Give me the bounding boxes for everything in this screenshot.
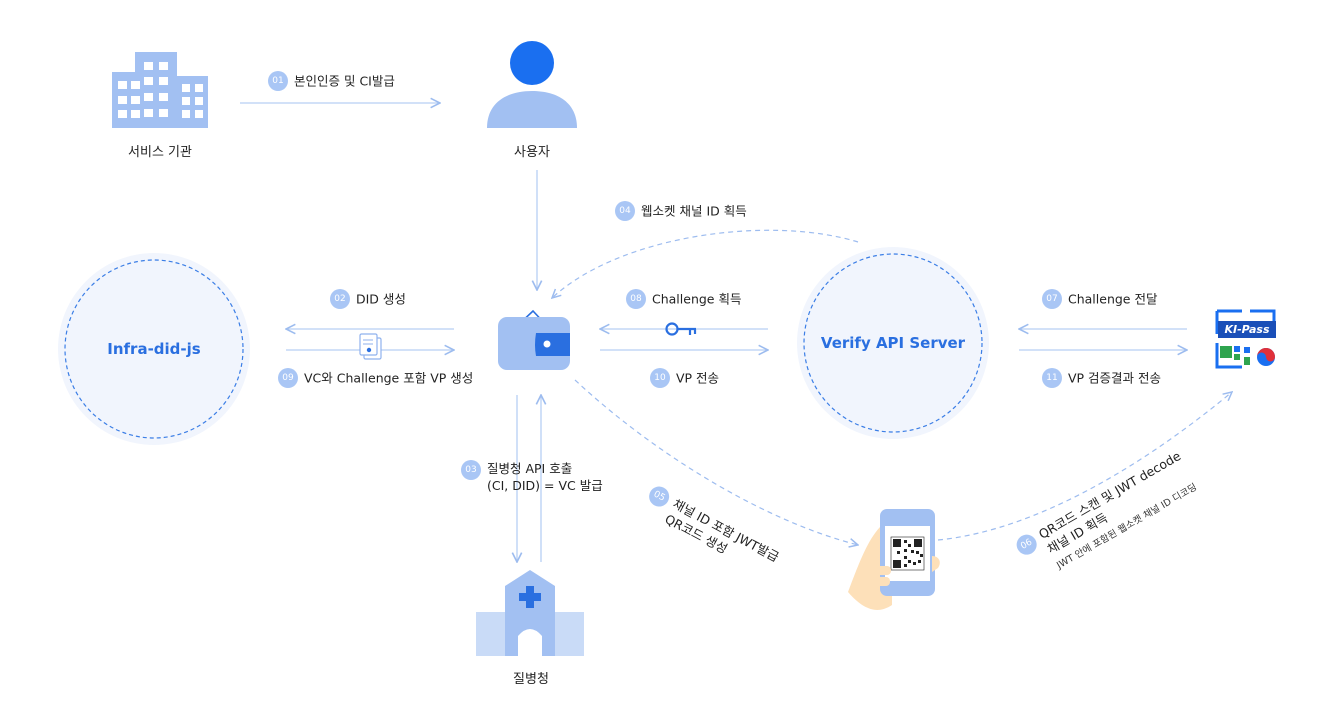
step-02-text: DID 생성	[356, 291, 406, 307]
step-04-label: 04 웹소켓 채널 ID 획득	[615, 201, 747, 221]
phone-qr-icon	[848, 509, 940, 610]
step-08-text: Challenge 획득	[652, 291, 742, 307]
step-09-label: 09 VC와 Challenge 포함 VP 생성	[278, 368, 473, 388]
step-07-text: Challenge 전달	[1068, 291, 1158, 307]
hospital-icon	[476, 570, 584, 656]
step-01-label: 01 본인인증 및 CI발급	[268, 71, 395, 91]
ki-pass-logo	[1215, 309, 1276, 369]
step-09-text: VC와 Challenge 포함 VP 생성	[304, 370, 474, 386]
step-10-badge: 10	[650, 368, 670, 388]
user-icon	[487, 41, 577, 128]
step-03-line1: 질병청 API 호출	[487, 461, 573, 476]
infra-did-js-node	[58, 253, 250, 445]
step-04-badge: 04	[615, 201, 635, 221]
user-label: 사용자	[514, 145, 550, 160]
step-07-label: 07 Challenge 전달	[1042, 289, 1157, 309]
wallet-icon	[498, 309, 570, 370]
arrow-06	[937, 392, 1232, 541]
step-02-label: 02 DID 생성	[330, 289, 406, 309]
service-org-label: 서비스 기관	[128, 145, 192, 160]
step-09-badge: 09	[278, 368, 298, 388]
step-07-badge: 07	[1042, 289, 1062, 309]
ki-pass-logo-text: KI-Pass	[1218, 321, 1276, 338]
step-03-line2: (CI, DID) = VC 발급	[487, 478, 603, 493]
step-11-badge: 11	[1042, 368, 1062, 388]
step-03-label: 03 질병청 API 호출 (CI, DID) = VC 발급	[461, 460, 603, 494]
step-03-badge: 03	[461, 460, 481, 480]
step-11-text: VP 검증결과 전송	[1068, 370, 1162, 386]
document-icon	[359, 333, 382, 360]
step-11-label: 11 VP 검증결과 전송	[1042, 368, 1161, 388]
step-01-badge: 01	[268, 71, 288, 91]
arrow-04	[552, 229, 859, 298]
verify-api-server-label: Verify API Server	[820, 334, 966, 352]
step-08-label: 08 Challenge 획득	[626, 289, 741, 309]
building-icon	[112, 52, 208, 128]
step-10-text: VP 전송	[676, 370, 720, 386]
arrow-05	[574, 379, 858, 545]
kdca-label: 질병청	[513, 672, 549, 687]
step-08-badge: 08	[626, 289, 646, 309]
step-02-badge: 02	[330, 289, 350, 309]
key-icon	[665, 322, 697, 336]
verify-api-server-node	[797, 247, 989, 439]
infra-did-js-label: Infra-did-js	[107, 340, 201, 358]
step-01-text: 본인인증 및 CI발급	[294, 73, 395, 89]
step-04-text: 웹소켓 채널 ID 획득	[641, 203, 747, 219]
step-10-label: 10 VP 전송	[650, 368, 719, 388]
